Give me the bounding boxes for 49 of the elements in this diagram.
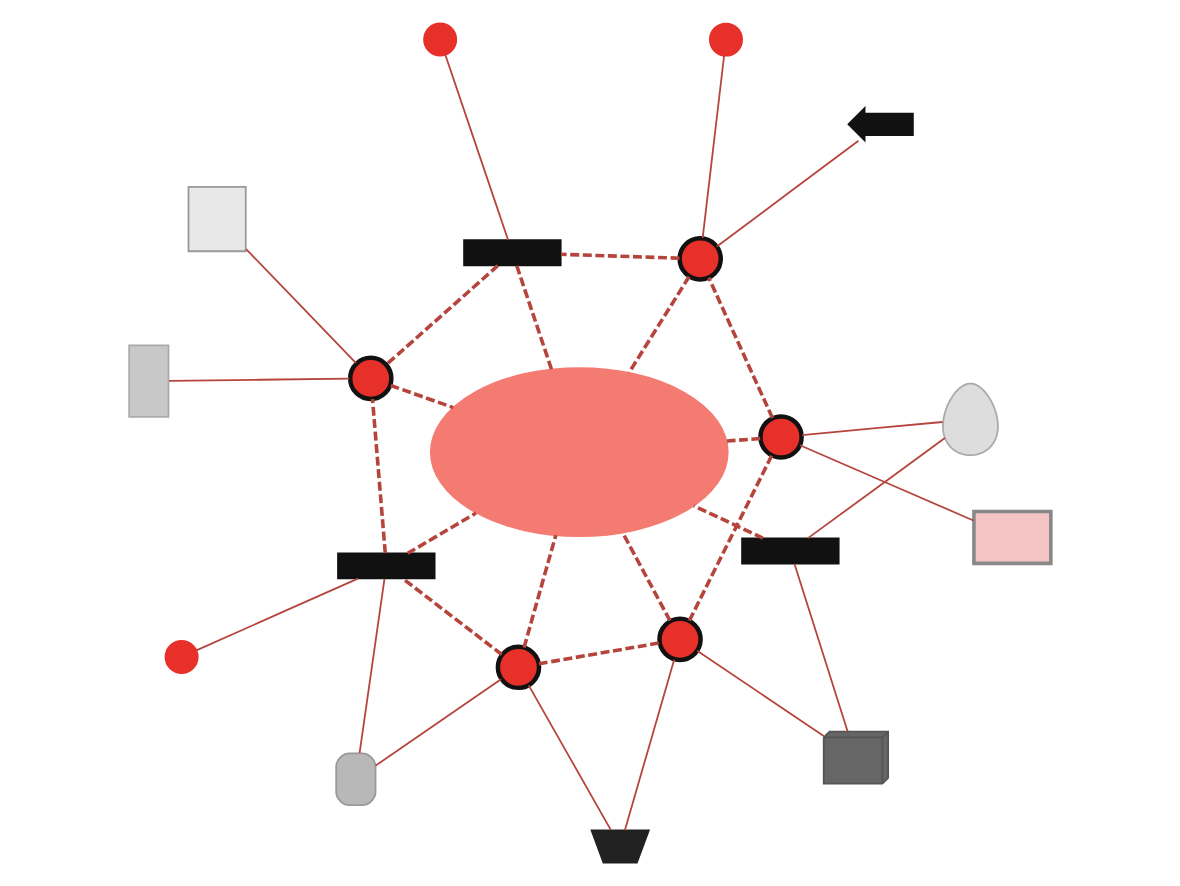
connector (627, 275, 691, 374)
node-cloud (429, 367, 729, 538)
connector (726, 436, 761, 443)
connector (370, 398, 388, 554)
connector (515, 265, 554, 370)
node-circle (758, 414, 804, 460)
connector (793, 562, 849, 733)
node-monitor (972, 509, 1053, 566)
connector (168, 377, 351, 382)
connector (406, 511, 477, 555)
node-router (741, 537, 840, 565)
node-camera (590, 829, 651, 864)
connector (390, 383, 454, 410)
node-router (463, 239, 562, 267)
connector (402, 577, 503, 656)
node-circle (677, 236, 723, 282)
node-circle (347, 355, 394, 402)
node-dot (423, 22, 458, 57)
connector (385, 264, 499, 366)
connector (701, 55, 725, 239)
node-bulb (942, 382, 999, 457)
connector (358, 577, 386, 754)
connector (374, 678, 502, 767)
node-dot (709, 22, 743, 57)
node-circle (657, 616, 703, 663)
connector (696, 649, 825, 737)
node-dot (164, 639, 199, 674)
connector (621, 532, 672, 622)
connector (527, 684, 612, 831)
node-circle (495, 644, 542, 691)
connector (806, 437, 946, 540)
node-key (847, 106, 914, 143)
connector (561, 252, 680, 260)
node-thermostat (335, 752, 377, 807)
connector (687, 454, 774, 622)
connector (245, 248, 357, 365)
connector (707, 277, 775, 419)
node-router (337, 552, 436, 580)
connector (693, 504, 764, 540)
node-washer (187, 185, 247, 253)
connector (444, 54, 509, 241)
connector (799, 444, 975, 522)
connector (624, 658, 676, 832)
connector (538, 641, 661, 666)
connector (715, 139, 860, 248)
node-fridge (128, 344, 170, 418)
connector (522, 534, 558, 648)
connector (801, 421, 944, 436)
connector (195, 577, 359, 652)
